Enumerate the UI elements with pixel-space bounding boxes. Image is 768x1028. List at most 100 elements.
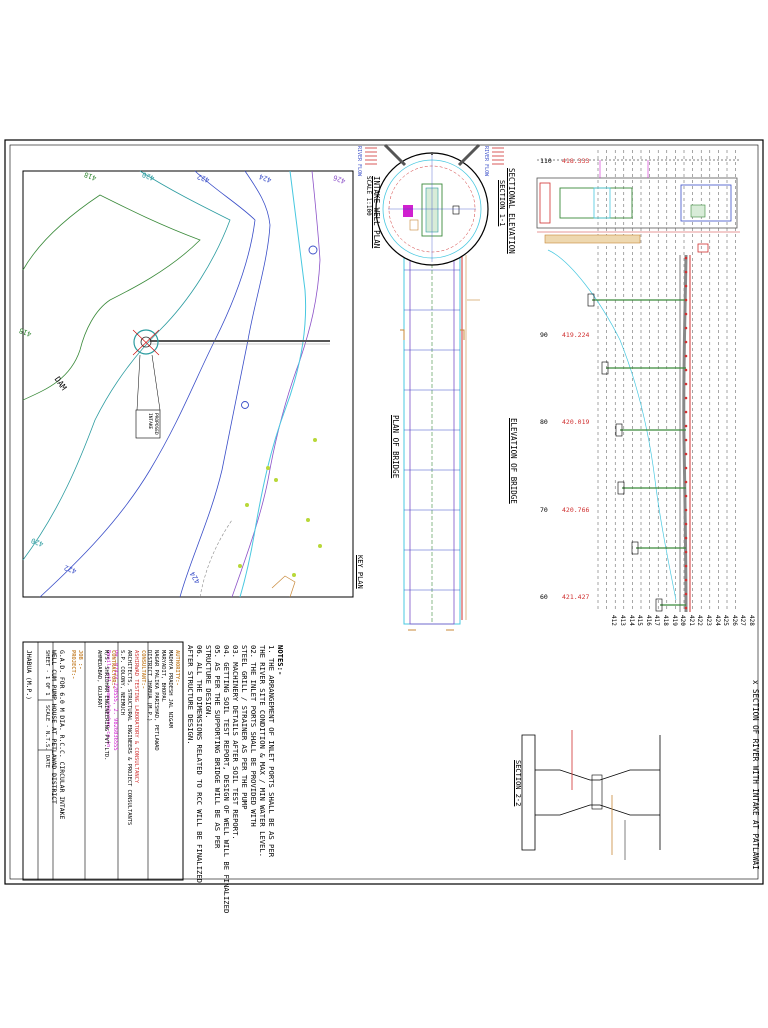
- authority-label: AUTHORITY:-: [174, 650, 180, 686]
- level-scale-label: 413: [619, 615, 626, 626]
- note-line: 03. MACHINERY DETAILS AFTER SOIL TEST RE…: [231, 645, 240, 840]
- consultant-label: CONSULTANT:-: [140, 650, 146, 689]
- pier-cap: [655, 598, 663, 612]
- pier-marker: [684, 438, 688, 442]
- pier-marker: [684, 424, 688, 428]
- site-plan: [22, 170, 354, 598]
- level-scale-label: 423: [705, 615, 712, 626]
- level-scale-label: 412: [610, 615, 618, 626]
- contour-418: [22, 194, 201, 401]
- pier-cap: [617, 481, 625, 495]
- proposed-line: PROPOSED: [153, 413, 158, 435]
- level-value-label: 420.766: [562, 506, 590, 514]
- note-line: STRUCTURE DESIGN.: [204, 645, 213, 719]
- pier-marker: [684, 354, 688, 358]
- contractor-line: AHMEDABAD, GUJARAT: [96, 650, 102, 709]
- intake-plan-title: INTAKE WELL PLAN: [372, 176, 381, 249]
- pier-marker: [684, 550, 688, 554]
- pier-marker: [684, 382, 688, 386]
- note-line: 1. THE ARRANGEMENT OF INLET PORTS SHALL …: [267, 645, 276, 858]
- notes-heading: NOTES:-: [276, 645, 285, 676]
- pier-marker: [684, 410, 688, 414]
- level-scale-label: 420: [679, 615, 687, 626]
- bridge-plan-title: PLAN OF BRIDGE: [391, 415, 400, 479]
- pier-marker: [684, 368, 688, 372]
- level-value-label: 419.224: [562, 331, 590, 339]
- notes-block: NOTES:- 1. THE ARRANGEMENT OF INLET PORT…: [186, 645, 285, 913]
- level-scale-label: 424: [713, 615, 721, 626]
- contractor-line: M/S. SHRIDHAR ENGINEERING PVT.LTD.: [103, 650, 109, 761]
- level-scale-label: 428: [748, 615, 755, 626]
- intake-well-plan: [365, 143, 504, 631]
- river-line: [239, 170, 307, 598]
- contractor-label: CONTRACTOR:-: [110, 650, 116, 689]
- note-line: 02. THE INLET PORTS SHALL BE PROVIDED WI…: [249, 645, 258, 827]
- pier-marker: [684, 396, 688, 400]
- contour-424: [179, 170, 271, 598]
- contour-420: [22, 170, 231, 561]
- intake-symbol: [133, 329, 159, 355]
- scale-label: SCALE - N.T.S.: [44, 705, 50, 751]
- contour-426: [231, 170, 321, 598]
- level-value-label: 421.427: [562, 593, 590, 601]
- level-scale-label: 416: [644, 615, 652, 626]
- pier-cap: [631, 541, 639, 555]
- job-block: JOB :- PROJECT:-: [69, 650, 83, 679]
- pier-marker: [684, 284, 688, 288]
- level-scale-label: 415: [636, 615, 644, 626]
- note-line: AFTER STRUCTURE DESIGN.: [186, 645, 195, 745]
- section-2-2: [521, 730, 661, 860]
- sheet-number: SHEET - 1 OF 1: [44, 650, 50, 696]
- level-scale-label: 422: [696, 615, 704, 626]
- sectional-elevation: [536, 150, 740, 612]
- job-line: G.A.D. FOR 6.0 M DIA. R.C.C. CIRCULAR IN…: [58, 650, 66, 820]
- key-plan-label: KEY PLAN: [356, 555, 364, 589]
- pier-marker: [684, 466, 688, 470]
- consultant-line: S.P. COLONY, NEEMUCH: [119, 650, 125, 715]
- note-line: 06. ALL THE DIMENSIONS RELATED TO RCC WI…: [195, 645, 204, 883]
- authority-block: AUTHORITY:- MADHYA PRADESH JAL NIGAM MAR…: [145, 650, 180, 751]
- pier-marker: [684, 452, 688, 456]
- level-scale-label: 425: [722, 615, 730, 626]
- job-label: JOB :-: [77, 650, 83, 670]
- pier-marker: [684, 522, 688, 526]
- pier-marker: [684, 606, 688, 610]
- proposed-intake-box: [135, 409, 161, 439]
- level-scale-label: 418: [662, 615, 669, 626]
- bridge-elevation: [547, 249, 691, 613]
- chainage-label: 60: [540, 593, 548, 601]
- level-scale-label: 414: [627, 615, 635, 626]
- chainage-label: 80: [540, 418, 548, 426]
- river-flow-label: RIVER FLOW: [356, 146, 362, 177]
- inner-border: [9, 144, 759, 880]
- consultant-line: ASHIRWAD TESTING LABORATORY & CONSULTANC…: [133, 650, 139, 784]
- level-scale-label: 419: [670, 615, 678, 626]
- level-value-label: 420.019: [562, 418, 590, 426]
- pier-marker: [684, 270, 688, 274]
- sectional-elevation-title: SECTIONAL ELEVATION: [507, 168, 516, 254]
- level-scale-label: 417: [653, 615, 661, 626]
- pier-marker: [684, 480, 688, 484]
- section-2-2-title: SECTION 2-2: [514, 760, 522, 807]
- level-scale-label: 427: [739, 615, 747, 626]
- contour-422: [39, 170, 256, 598]
- main-title: x SECTION OF RIVER WITH INTAKE AT PATLAW…: [751, 680, 760, 870]
- level-value-label: 418.333: [562, 157, 590, 165]
- chainage-label: 90: [540, 331, 548, 339]
- note-line: STEEL GRILL / STRAINER AS PER THE PUMP: [240, 645, 249, 810]
- pier-marker: [684, 312, 688, 316]
- job-district: JHABUA (M.P.): [25, 650, 33, 701]
- outer-border: [4, 139, 764, 885]
- pier-marker: [684, 298, 688, 302]
- pier-cap: [587, 293, 595, 307]
- consultant-line: ARCHITECTS, STRUCTURAL ENGINEERS & PROJE…: [126, 650, 132, 826]
- proposed-label: PROPOSED INTAKE: [146, 413, 158, 435]
- job-line: WELL CUM PUMP HOUSE AT PETLAWAD DISTRICT: [50, 650, 58, 804]
- river-flow-label: RIVER FLOW: [483, 146, 489, 177]
- authority-line: DISTRICT JHABUA (M.P.): [146, 650, 152, 722]
- pier-marker: [684, 340, 688, 344]
- authority-line: NAGAR PALIKA PARISHAD, PETLAWAD: [153, 650, 159, 751]
- note-line: 05. AS PER THE SUPPORTING BRIDGE WILL BE…: [213, 645, 222, 849]
